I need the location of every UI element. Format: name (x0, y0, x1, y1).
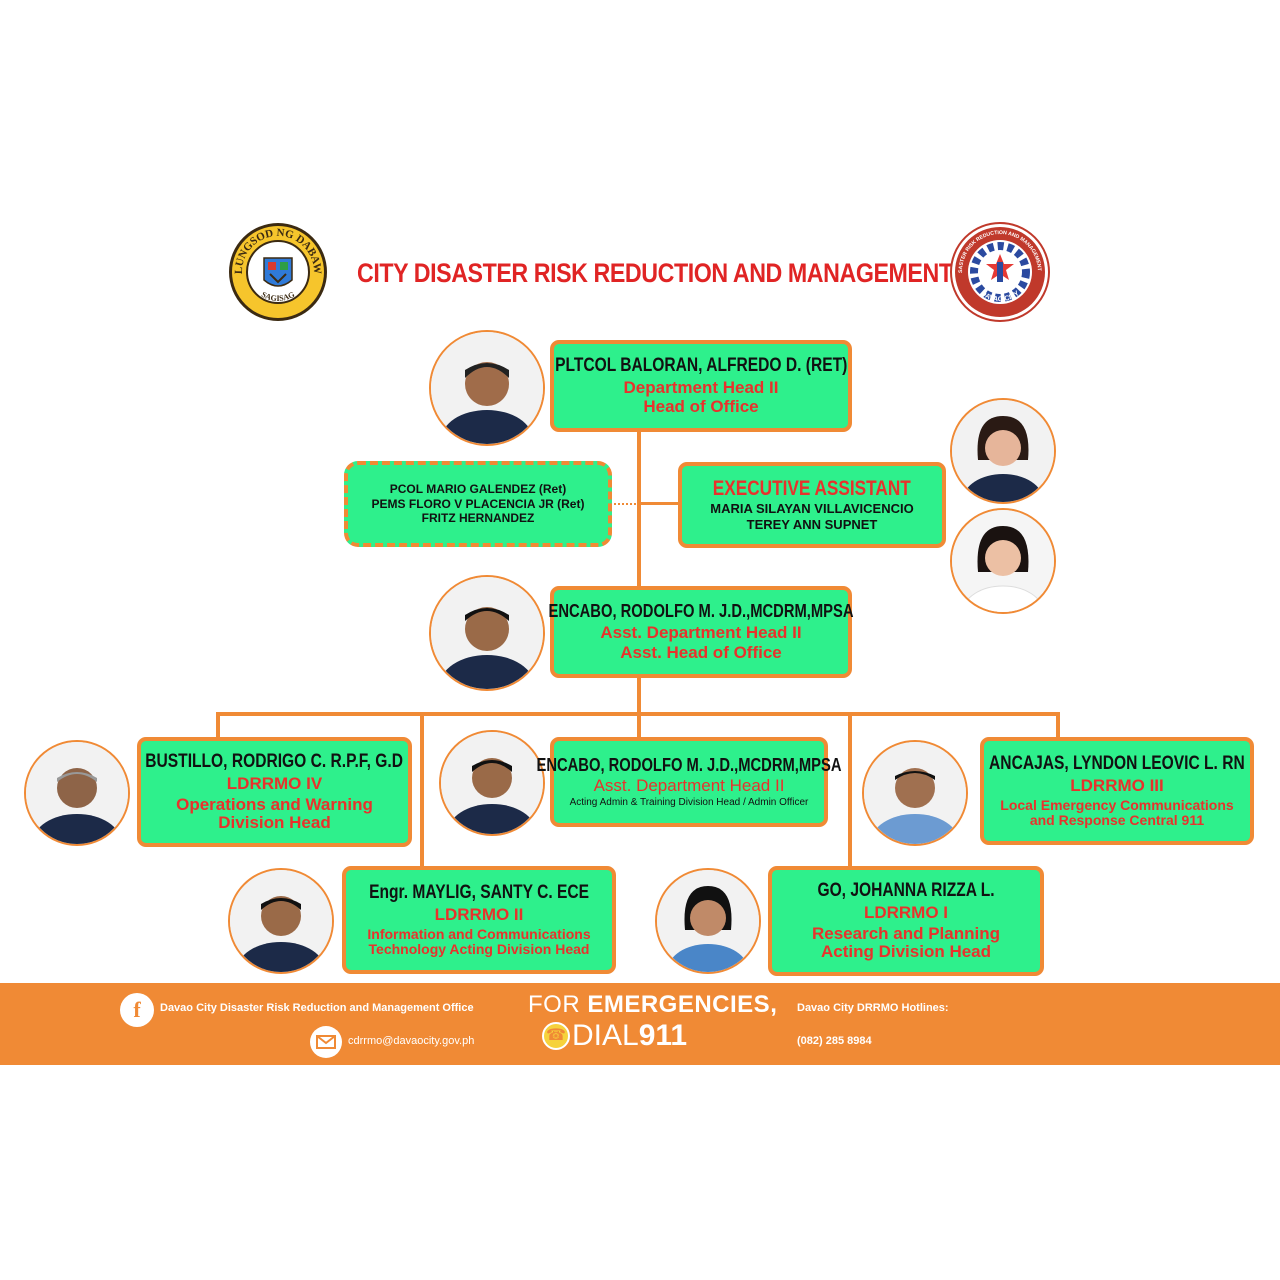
connector-line (848, 712, 852, 868)
executive-assistant-name: MARIA SILAYAN VILLAVICENCIO (710, 501, 914, 517)
division-head-name: ENCABO, RODOLFO M. J.D.,MCDRM,MPSA (536, 754, 842, 775)
adviser-name: PCOL MARIO GALENDEZ (Ret) (389, 482, 567, 497)
left-seal: LUNGSOD NG DABAW SAGISAG (228, 222, 328, 322)
admin-division-box: ENCABO, RODOLFO M. J.D.,MCDRM,MPSA Asst.… (536, 737, 842, 827)
division-head-rank: LDRRMO I (863, 903, 949, 923)
division-title: Technology Acting Division Head (368, 940, 590, 957)
person-photo (862, 740, 968, 846)
person-photo (950, 398, 1056, 504)
division-title: Division Head (218, 812, 331, 832)
dotted-connector (610, 503, 640, 505)
dial-text: DIAL (572, 1019, 639, 1052)
adviser-name: FRITZ HERNANDEZ (421, 511, 535, 526)
division-head-rank: LDRRMO III (1070, 776, 1164, 796)
head-of-office-box: PLTCOL BALORAN, ALFREDO D. (RET) Departm… (550, 340, 852, 432)
head-role: Department Head II (623, 377, 779, 397)
adviser-name: PEMS FLORO V PLACENCIA JR (Ret) (371, 496, 585, 511)
head-office-label: Head of Office (643, 397, 759, 417)
division-name: Operations and Warning (176, 795, 373, 815)
division-head-name: GO, JOHANNA RIZZA L. (817, 880, 995, 902)
left-seal-bottom-text: SAGISAG (260, 290, 296, 303)
operations-division-box: BUSTILLO, RODRIGO C. R.P.F, G.D LDRRMO I… (137, 737, 412, 847)
person-photo (24, 740, 130, 846)
facebook-icon[interactable]: f (120, 993, 154, 1027)
lecr-division-box: ANCAJAS, LYNDON LEOVIC L. RN LDRRMO III … (980, 737, 1254, 845)
connector-line (1056, 712, 1060, 742)
division-name: Local Emergency Communications (1000, 797, 1234, 814)
page-title: CITY DISASTER RISK REDUCTION AND MANAGEM… (357, 258, 1042, 288)
division-title: and Response Central 911 (1029, 811, 1205, 828)
executive-assistant-title: EXECUTIVE ASSISTANT (712, 477, 912, 501)
connector-line (640, 502, 682, 505)
head-name: PLTCOL BALORAN, ALFREDO D. (RET) (554, 354, 848, 376)
research-division-box: GO, JOHANNA RIZZA L. LDRRMO I Research a… (768, 866, 1044, 976)
emergency-text: EMERGENCIES, (587, 991, 778, 1018)
mail-icon[interactable] (310, 1026, 342, 1058)
connector-line (420, 712, 424, 868)
person-photo (429, 575, 545, 691)
hotline-number[interactable]: (082) 285 8984 (797, 1035, 872, 1047)
facebook-page-link[interactable]: Davao City Disaster Risk Reduction and M… (160, 1002, 474, 1014)
division-title: Acting Division Head (820, 941, 992, 961)
person-photo (655, 868, 761, 974)
division-name: Research and Planning (812, 924, 1000, 944)
division-name: Acting Admin & Training Division Head / … (569, 796, 809, 808)
division-head-name: Engr. MAYLIG, SANTY C. ECE (369, 882, 589, 904)
division-name: Information and Communications (367, 926, 591, 943)
division-head-name: BUSTILLO, RODRIGO C. R.P.F, G.D (145, 751, 404, 773)
person-photo (429, 330, 545, 446)
footer-bar: f Davao City Disaster Risk Reduction and… (0, 983, 1280, 1065)
division-head-name: ANCAJAS, LYNDON LEOVIC L. RN (989, 753, 1245, 775)
hotlines-label: Davao City DRRMO Hotlines: (797, 1002, 949, 1014)
asst-head-office-label: Asst. Head of Office (620, 642, 782, 662)
connector-line (216, 712, 220, 742)
svg-text:SAGISAG: SAGISAG (260, 290, 296, 303)
phone-icon: ☎ (542, 1022, 570, 1050)
connector-line (637, 712, 641, 742)
right-seal: CITY DISASTER RISK REDUCTION AND MANAGEM… (948, 218, 1050, 322)
emergency-number[interactable]: 911 (638, 1019, 688, 1052)
asst-head-box: ENCABO, RODOLFO M. J.D.,MCDRM,MPSA Asst.… (548, 586, 854, 678)
asst-head-name: ENCABO, RODOLFO M. J.D.,MCDRM,MPSA (548, 601, 854, 622)
person-photo (439, 730, 545, 836)
ict-division-box: Engr. MAYLIG, SANTY C. ECE LDRRMO II Inf… (342, 866, 616, 974)
person-photo (228, 868, 334, 974)
person-photo (950, 508, 1056, 614)
executive-assistant-name: TEREY ANN SUPNET (746, 517, 878, 533)
division-head-rank: Asst. Department Head II (593, 775, 785, 795)
division-head-rank: LDRRMO II (434, 905, 524, 925)
advisers-box: PCOL MARIO GALENDEZ (Ret) PEMS FLORO V P… (344, 461, 612, 547)
asst-head-role: Asst. Department Head II (600, 623, 802, 643)
connector-line (637, 676, 641, 716)
email-link[interactable]: cdrrmo@davaocity.gov.ph (348, 1035, 475, 1047)
division-head-rank: LDRRMO IV (226, 774, 323, 794)
emergency-for-text: FOR (528, 991, 588, 1018)
executive-assistant-box: EXECUTIVE ASSISTANT MARIA SILAYAN VILLAV… (678, 462, 946, 548)
connector-line (637, 430, 641, 590)
